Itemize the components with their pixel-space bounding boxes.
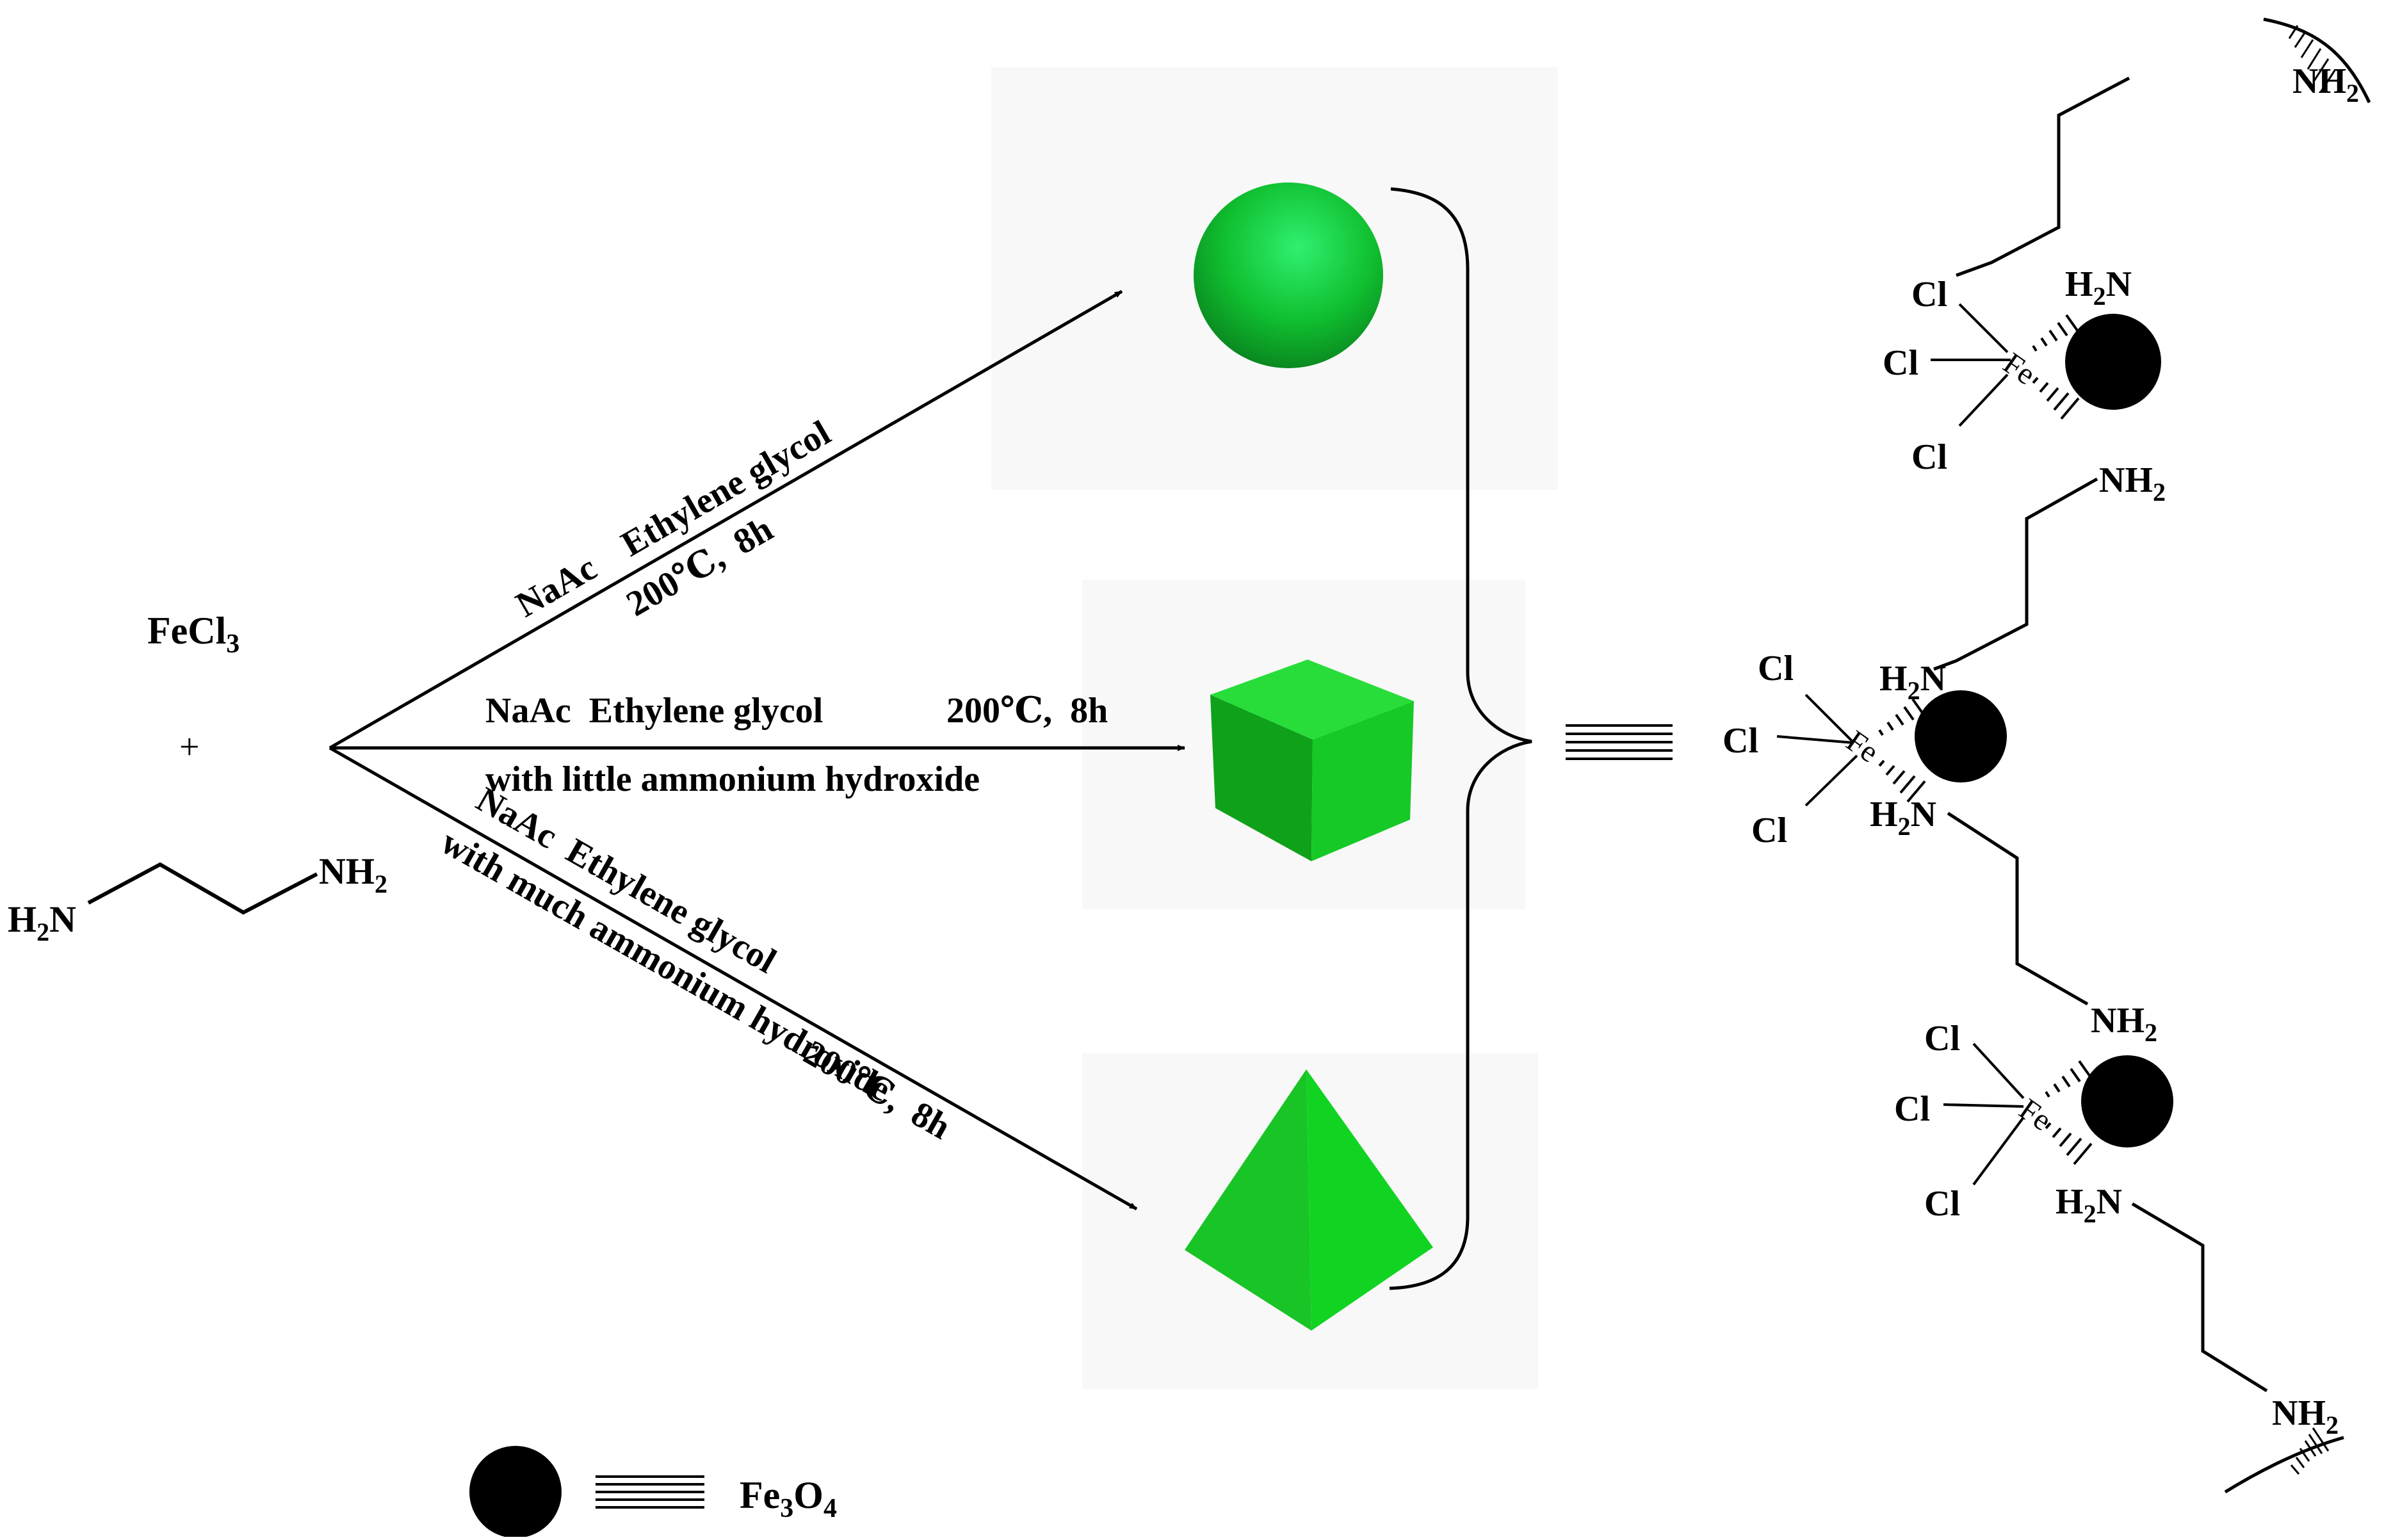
svg-text:H2N: H2N bbox=[1870, 795, 1936, 841]
legend-fe3o4-label: Fe3O4 bbox=[740, 1474, 837, 1523]
middle-route-reagents: NaAc Ethylene glycol bbox=[485, 691, 823, 731]
svg-text:H2N: H2N bbox=[2056, 1182, 2122, 1228]
svg-text:H2N: H2N bbox=[2065, 264, 2132, 311]
en-right-amine: NH2 bbox=[319, 850, 387, 898]
arrow-to-sphere bbox=[328, 289, 1123, 750]
svg-text:Fe: Fe bbox=[2013, 1092, 2058, 1138]
fe-center-1: Cl Cl Cl Fe H2N NH2 bbox=[1883, 264, 2166, 507]
ethylenediamine-bonds bbox=[87, 862, 318, 915]
chain-bonds-3 bbox=[1947, 811, 2089, 1006]
svg-text:Cl: Cl bbox=[1883, 343, 1918, 383]
fe3o4-particle-2 bbox=[1915, 690, 2007, 782]
svg-text:Cl: Cl bbox=[1911, 275, 1947, 314]
sphere-shape bbox=[1194, 182, 1383, 368]
curly-brace bbox=[1389, 187, 1532, 1290]
cube-shape bbox=[1210, 660, 1414, 861]
svg-text:Cl: Cl bbox=[1924, 1019, 1960, 1058]
svg-text:NH2: NH2 bbox=[2099, 460, 2166, 507]
svg-text:Fe: Fe bbox=[1997, 346, 2042, 392]
svg-text:Cl: Cl bbox=[1911, 437, 1947, 477]
plus-sign: + bbox=[179, 727, 200, 767]
fe-center-2: Cl Cl Cl Fe H2N H2N bbox=[1723, 649, 2007, 850]
chain-bonds-2 bbox=[1933, 477, 2098, 671]
top-nh2: NH2 bbox=[2292, 61, 2359, 108]
lower-route-conditions: 200℃, 8h bbox=[797, 1033, 957, 1147]
svg-text:Cl: Cl bbox=[1894, 1089, 1930, 1129]
bottom-cap-hash bbox=[2290, 1427, 2330, 1475]
middle-route-additive: with little ammonium hydroxide bbox=[485, 759, 980, 799]
top-cap-arc bbox=[2263, 17, 2371, 104]
svg-text:H2N: H2N bbox=[1879, 659, 1946, 705]
bottom-cap-arc bbox=[2224, 1436, 2344, 1494]
fe-center-3: Cl Cl Cl Fe NH2 H2N bbox=[1894, 1001, 2173, 1228]
equivalence-sign bbox=[1566, 724, 1673, 760]
en-left-amine: H2N bbox=[8, 898, 76, 946]
fe3o4-particle-3 bbox=[2081, 1055, 2173, 1147]
legend-particle-icon bbox=[469, 1446, 562, 1538]
fe3o4-particle-1 bbox=[2065, 314, 2161, 410]
chain-bonds-4 bbox=[2131, 1202, 2268, 1393]
svg-text:Cl: Cl bbox=[1723, 721, 1758, 761]
arrow-to-pyramid bbox=[328, 746, 1138, 1211]
svg-text:Cl: Cl bbox=[1924, 1184, 1960, 1224]
top-cap-hash bbox=[2288, 25, 2336, 93]
middle-route-conditions: 200℃, 8h bbox=[946, 691, 1108, 731]
bottom-nh2: NH2 bbox=[2272, 1393, 2339, 1439]
legend-equivalence-sign bbox=[596, 1475, 704, 1509]
svg-text:Cl: Cl bbox=[1758, 649, 1794, 688]
svg-text:NH2: NH2 bbox=[2091, 1001, 2157, 1047]
chain-bonds bbox=[1956, 76, 2130, 277]
svg-text:Cl: Cl bbox=[1751, 811, 1787, 850]
fecl3-label: FeCl3 bbox=[147, 610, 239, 659]
svg-text:Fe: Fe bbox=[1840, 724, 1885, 770]
pyramid-shape bbox=[1185, 1069, 1433, 1331]
